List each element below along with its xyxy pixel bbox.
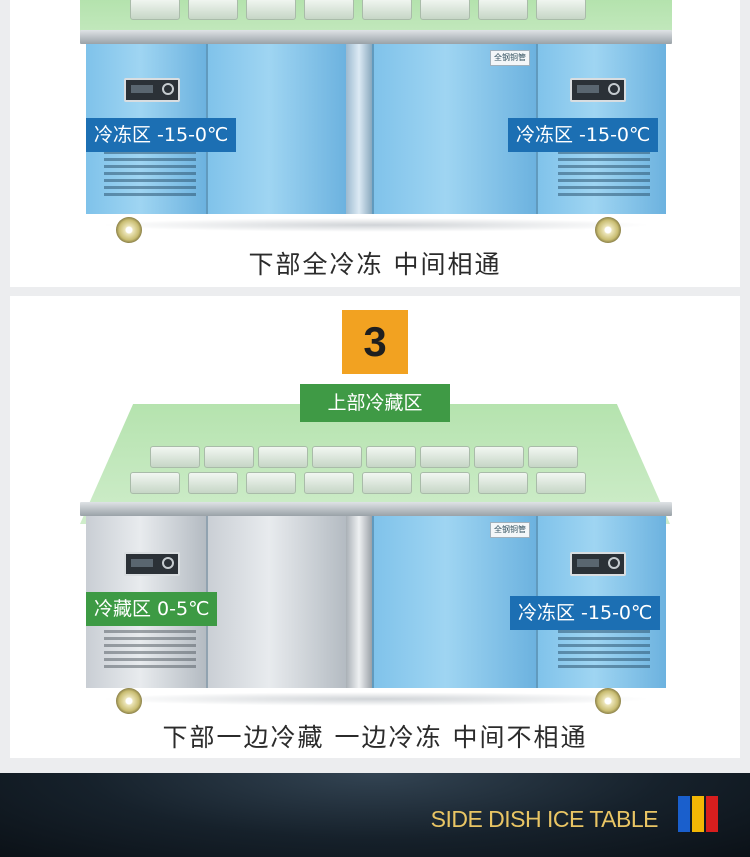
left-zone-label: 冷冻区 -15-0℃ bbox=[86, 118, 237, 152]
food-tray bbox=[420, 446, 470, 468]
top-zone-label: 上部冷藏区 bbox=[300, 384, 450, 422]
mixed-config-panel: 3 上部冷藏区 bbox=[10, 296, 740, 758]
left-zone-label: 冷藏区 0-5℃ bbox=[86, 592, 218, 626]
freezer-config-panel: 全钢铜管 冷冻区 -15-0℃ 冷冻区 -15-0℃ 下部全冷冻 中间相通 bbox=[10, 0, 740, 287]
vent-grille bbox=[104, 144, 196, 200]
food-tray bbox=[312, 446, 362, 468]
brand-plate: 全钢铜管 bbox=[490, 50, 530, 66]
caster-wheel bbox=[595, 688, 621, 714]
food-tray bbox=[366, 446, 416, 468]
food-tray bbox=[536, 472, 586, 494]
door-handle bbox=[346, 44, 372, 214]
food-tray bbox=[130, 472, 180, 494]
food-tray bbox=[478, 472, 528, 494]
food-tray bbox=[188, 0, 238, 20]
food-tray bbox=[420, 472, 470, 494]
door-left-chilled bbox=[206, 516, 346, 688]
food-tray bbox=[304, 0, 354, 20]
food-tray bbox=[420, 0, 470, 20]
food-tray bbox=[528, 446, 578, 468]
temperature-controller bbox=[124, 552, 180, 576]
flag-stripe-blue bbox=[678, 796, 690, 832]
food-tray bbox=[478, 0, 528, 20]
tray-area bbox=[80, 442, 672, 504]
vent-grille bbox=[558, 144, 650, 200]
food-tray bbox=[536, 0, 586, 20]
saladette-table-illustration: 全钢铜管 bbox=[80, 442, 672, 717]
counter-top bbox=[80, 30, 672, 44]
floor-shadow bbox=[100, 692, 652, 706]
food-tray bbox=[246, 0, 296, 20]
food-tray bbox=[304, 472, 354, 494]
door-handle bbox=[346, 516, 372, 688]
step-number-badge: 3 bbox=[342, 310, 408, 374]
footer-title: SIDE DISH ICE TABLE bbox=[430, 806, 659, 832]
footer-banner: SIDE DISH ICE TABLE bbox=[0, 773, 750, 857]
food-tray bbox=[150, 446, 200, 468]
right-zone-label: 冷冻区 -15-0℃ bbox=[510, 596, 661, 630]
counter-top bbox=[80, 502, 672, 516]
panel-caption: 下部一边冷藏 一边冷冻 中间不相通 bbox=[162, 723, 588, 752]
floor-shadow bbox=[100, 218, 652, 232]
food-tray bbox=[246, 472, 296, 494]
food-tray bbox=[362, 0, 412, 20]
food-tray bbox=[130, 0, 180, 20]
temperature-controller bbox=[124, 78, 180, 102]
temperature-controller bbox=[570, 78, 626, 102]
food-tray bbox=[204, 446, 254, 468]
door-right-frozen: 全钢铜管 bbox=[372, 516, 536, 688]
food-tray bbox=[188, 472, 238, 494]
cabinet-body: 全钢铜管 bbox=[86, 44, 666, 214]
tray-area bbox=[80, 0, 672, 32]
brand-plate: 全钢铜管 bbox=[490, 522, 530, 538]
food-tray bbox=[258, 446, 308, 468]
flag-stripe-red bbox=[706, 796, 718, 832]
temperature-controller bbox=[570, 552, 626, 576]
freezer-table-illustration: 全钢铜管 bbox=[80, 0, 672, 243]
right-zone-label: 冷冻区 -15-0℃ bbox=[508, 118, 659, 152]
flag-stripe-yellow bbox=[692, 796, 704, 832]
caster-wheel bbox=[116, 688, 142, 714]
caster-wheel bbox=[116, 217, 142, 243]
food-tray bbox=[474, 446, 524, 468]
panel-caption: 下部全冷冻 中间相通 bbox=[248, 250, 502, 279]
caster-wheel bbox=[595, 217, 621, 243]
food-tray bbox=[362, 472, 412, 494]
